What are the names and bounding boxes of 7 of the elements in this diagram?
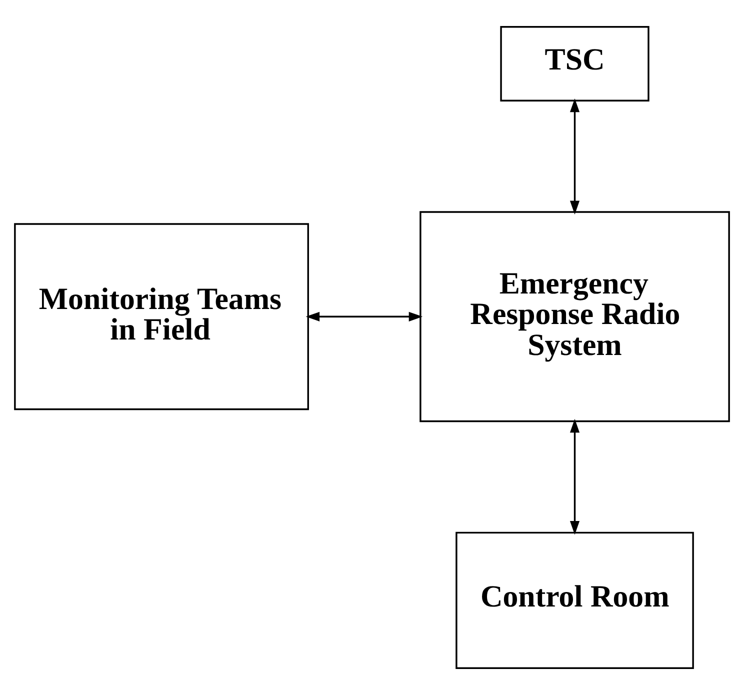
node-box: Emergency Response Radio System [420,210,730,422]
node-box: Monitoring Teams in Field [14,222,309,410]
arrow [570,98,580,214]
arrow [570,418,580,534]
arrow [306,311,423,321]
node-box: TSC [500,26,650,101]
node-box: Control Room [456,531,694,668]
